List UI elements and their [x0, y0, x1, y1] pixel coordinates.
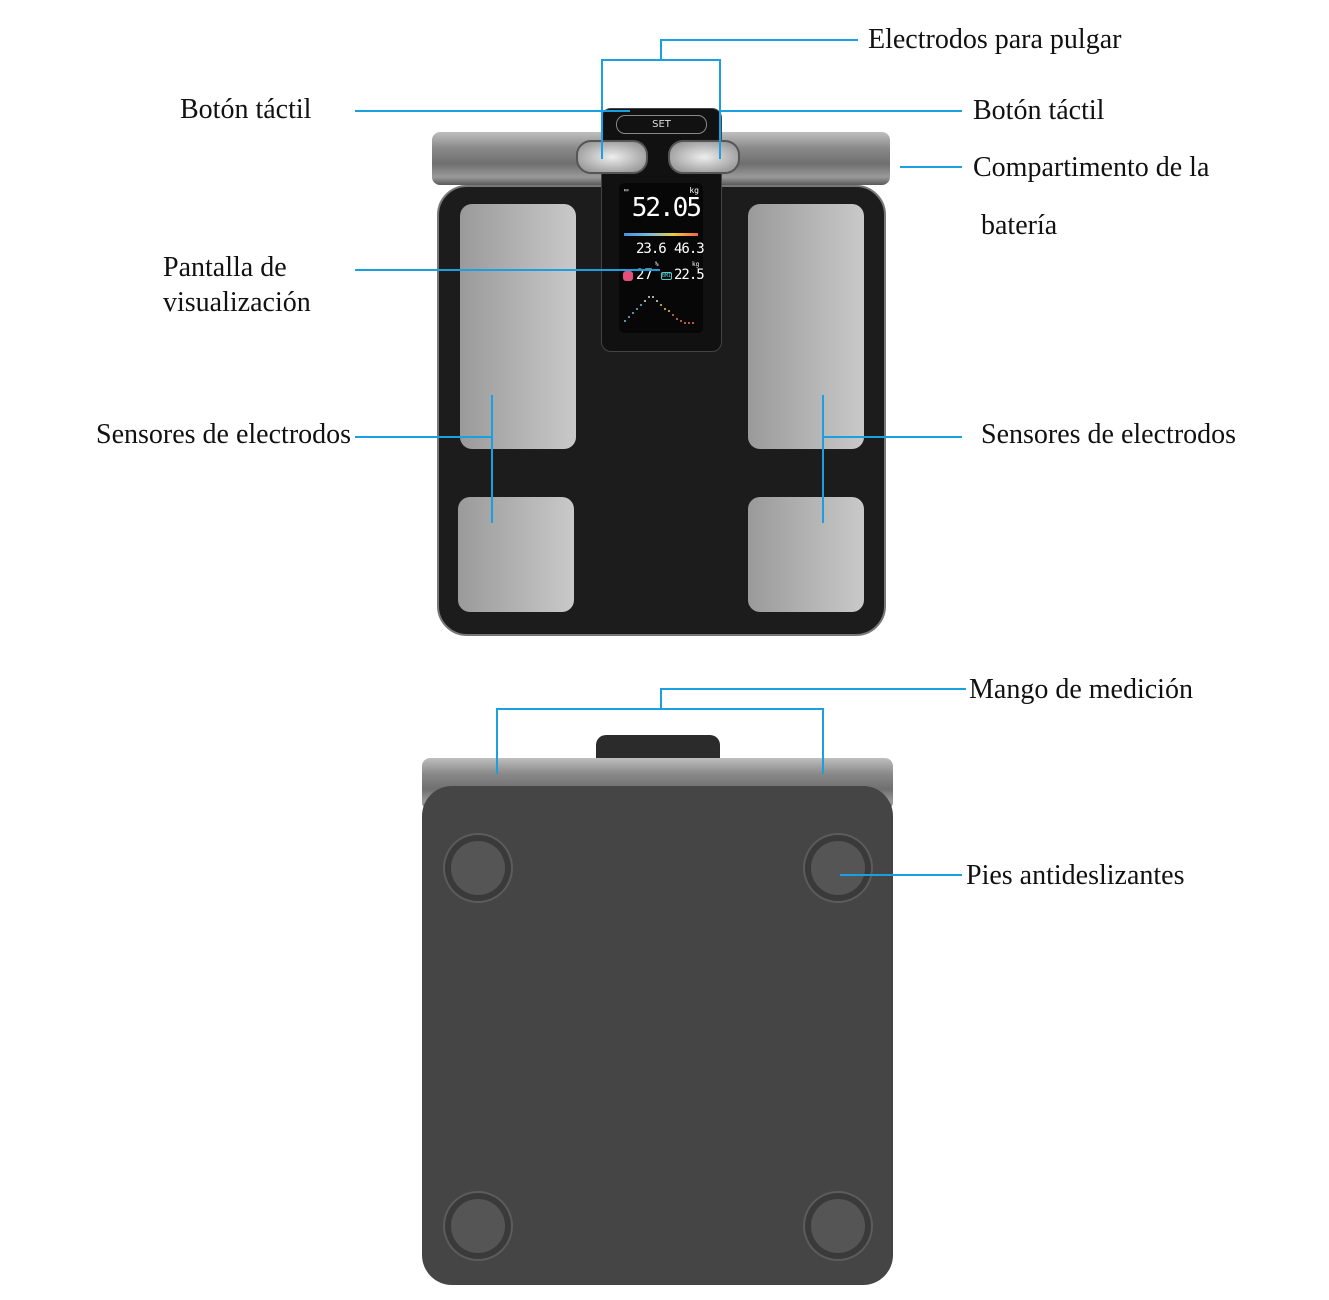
- label-thumb-electrodes: Electrodos para pulgar: [868, 24, 1122, 55]
- callout-line: [900, 166, 962, 168]
- label-handle: Mango de medición: [969, 674, 1193, 705]
- label-sensors-right: Sensores de electrodos: [981, 419, 1237, 450]
- callout-line: [822, 395, 824, 523]
- callout-line: [355, 269, 660, 271]
- weight-value: 52.05: [631, 193, 702, 223]
- callout-line: [822, 708, 824, 774]
- anti-slip-foot: [805, 835, 871, 901]
- thumb-electrode-right[interactable]: [668, 140, 740, 174]
- label-touch-button-right: Botón táctil: [973, 95, 1105, 126]
- color-scale-bar: [624, 233, 698, 236]
- thumb-electrode-left[interactable]: [576, 140, 648, 174]
- visceral-icon: [623, 271, 633, 281]
- bmi-value: 22.5: [674, 267, 705, 283]
- body-fat-value: 23.6: [636, 241, 667, 257]
- weight-unit: kg: [689, 186, 699, 195]
- electrode-pad-right-bottom: [748, 497, 864, 612]
- callout-line: [496, 708, 824, 710]
- callout-line: [720, 110, 962, 112]
- body-fat-unit: %: [655, 261, 659, 268]
- anti-slip-foot: [805, 1193, 871, 1259]
- callout-line: [840, 874, 962, 876]
- label-feet: Pies antideslizantes: [966, 860, 1185, 891]
- callout-line: [355, 110, 630, 112]
- set-button[interactable]: SET: [616, 115, 707, 134]
- electrode-pad-left-top: [460, 204, 576, 449]
- label-touch-button-left: Botón táctil: [180, 94, 312, 125]
- label-sensors-left: Sensores de electrodos: [96, 419, 352, 450]
- electrode-pad-right-top: [748, 204, 864, 449]
- bmi-label: BMI: [661, 272, 673, 280]
- visceral-value: 27: [636, 267, 653, 283]
- muscle-value: 46.3: [674, 241, 705, 257]
- callout-line: [661, 39, 858, 41]
- trend-dots: [624, 296, 694, 324]
- callout-line: [719, 59, 721, 159]
- set-label: SET: [652, 119, 671, 130]
- label-battery-line2: batería: [981, 210, 1058, 241]
- callout-line: [601, 59, 603, 159]
- muscle-unit: kg: [692, 261, 700, 268]
- callout-line: [660, 688, 662, 709]
- callout-line: [660, 39, 662, 60]
- lcd-screen: kg ▭ 52.05 23.6 % 46.3 kg 27 BMI 22.5: [619, 183, 705, 333]
- callout-line: [601, 59, 721, 61]
- electrode-pad-left-bottom: [458, 497, 574, 612]
- battery-icon: ▭: [624, 186, 629, 194]
- callout-line: [661, 688, 966, 690]
- callout-line: [823, 436, 962, 438]
- anti-slip-foot: [445, 835, 511, 901]
- anti-slip-foot: [445, 1193, 511, 1259]
- callout-line: [491, 395, 493, 523]
- label-battery-line1: Compartimento de la: [973, 152, 1210, 183]
- callout-line: [355, 436, 492, 438]
- label-display-line2: visualización: [163, 287, 311, 318]
- label-display-line1: Pantalla de: [163, 252, 287, 283]
- callout-line: [496, 708, 498, 774]
